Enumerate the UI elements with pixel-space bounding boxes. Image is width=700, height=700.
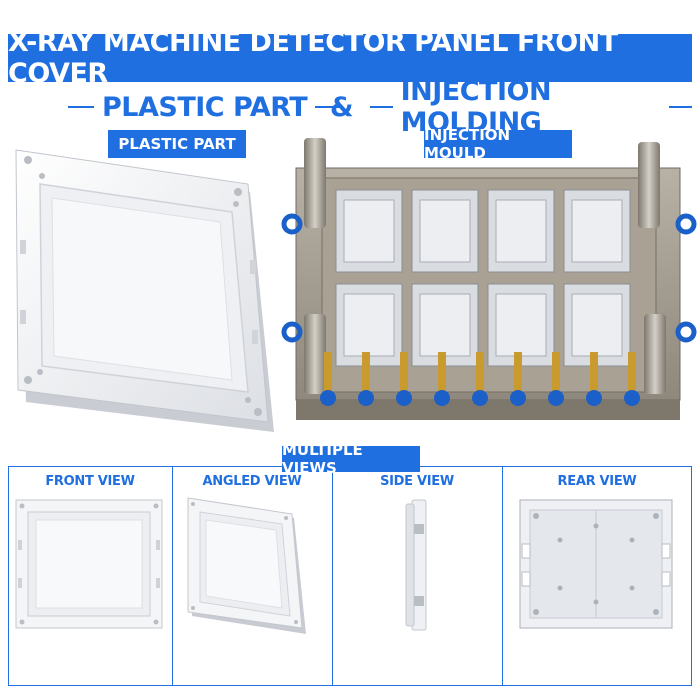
front-view-title: FRONT VIEW — [45, 474, 135, 489]
angled-view-image — [187, 497, 306, 634]
plastic-part-badge-text: PLASTIC PART — [118, 135, 236, 153]
plastic-part-heading-text: PLASTIC PART — [102, 91, 308, 123]
ampersand: & — [330, 90, 354, 124]
title-banner: X-RAY MACHINE DETECTOR PANEL FRONT COVER — [8, 27, 692, 89]
injection-molding-heading: INJECTION MOLDING — [362, 76, 700, 138]
rear-view-title: REAR VIEW — [557, 474, 637, 489]
plastic-part-heading: PLASTIC PART — [60, 90, 349, 124]
heading-dash-right — [669, 106, 692, 108]
plastic-part-badge: PLASTIC PART — [108, 130, 246, 158]
rear-view-image — [519, 499, 673, 629]
angled-view-title: ANGLED VIEW — [202, 474, 302, 489]
views-divider — [332, 466, 333, 686]
injection-mould-badge-text: INJECTION MOULD — [424, 126, 511, 162]
heading-dash-right — [315, 106, 342, 108]
multiple-views-label: MULTIPLE VIEWS — [282, 441, 420, 477]
heading-dash-left — [68, 106, 94, 108]
plastic-part-image — [15, 149, 274, 432]
front-view-image — [15, 499, 163, 629]
heading-dash-left — [370, 106, 393, 108]
page-title: X-RAY MACHINE DETECTOR PANEL FRONT COVER — [8, 27, 618, 89]
side-view-title: SIDE VIEW — [380, 474, 454, 489]
views-divider — [172, 466, 173, 686]
side-view-image — [405, 499, 427, 631]
ampersand-text: & — [330, 91, 354, 123]
multiple-views-label-text: MULTIPLE VIEWS — [282, 441, 363, 477]
injection-mould-badge: INJECTION MOULD — [424, 126, 572, 162]
views-divider — [502, 466, 503, 686]
injection-mould-image — [281, 138, 697, 420]
